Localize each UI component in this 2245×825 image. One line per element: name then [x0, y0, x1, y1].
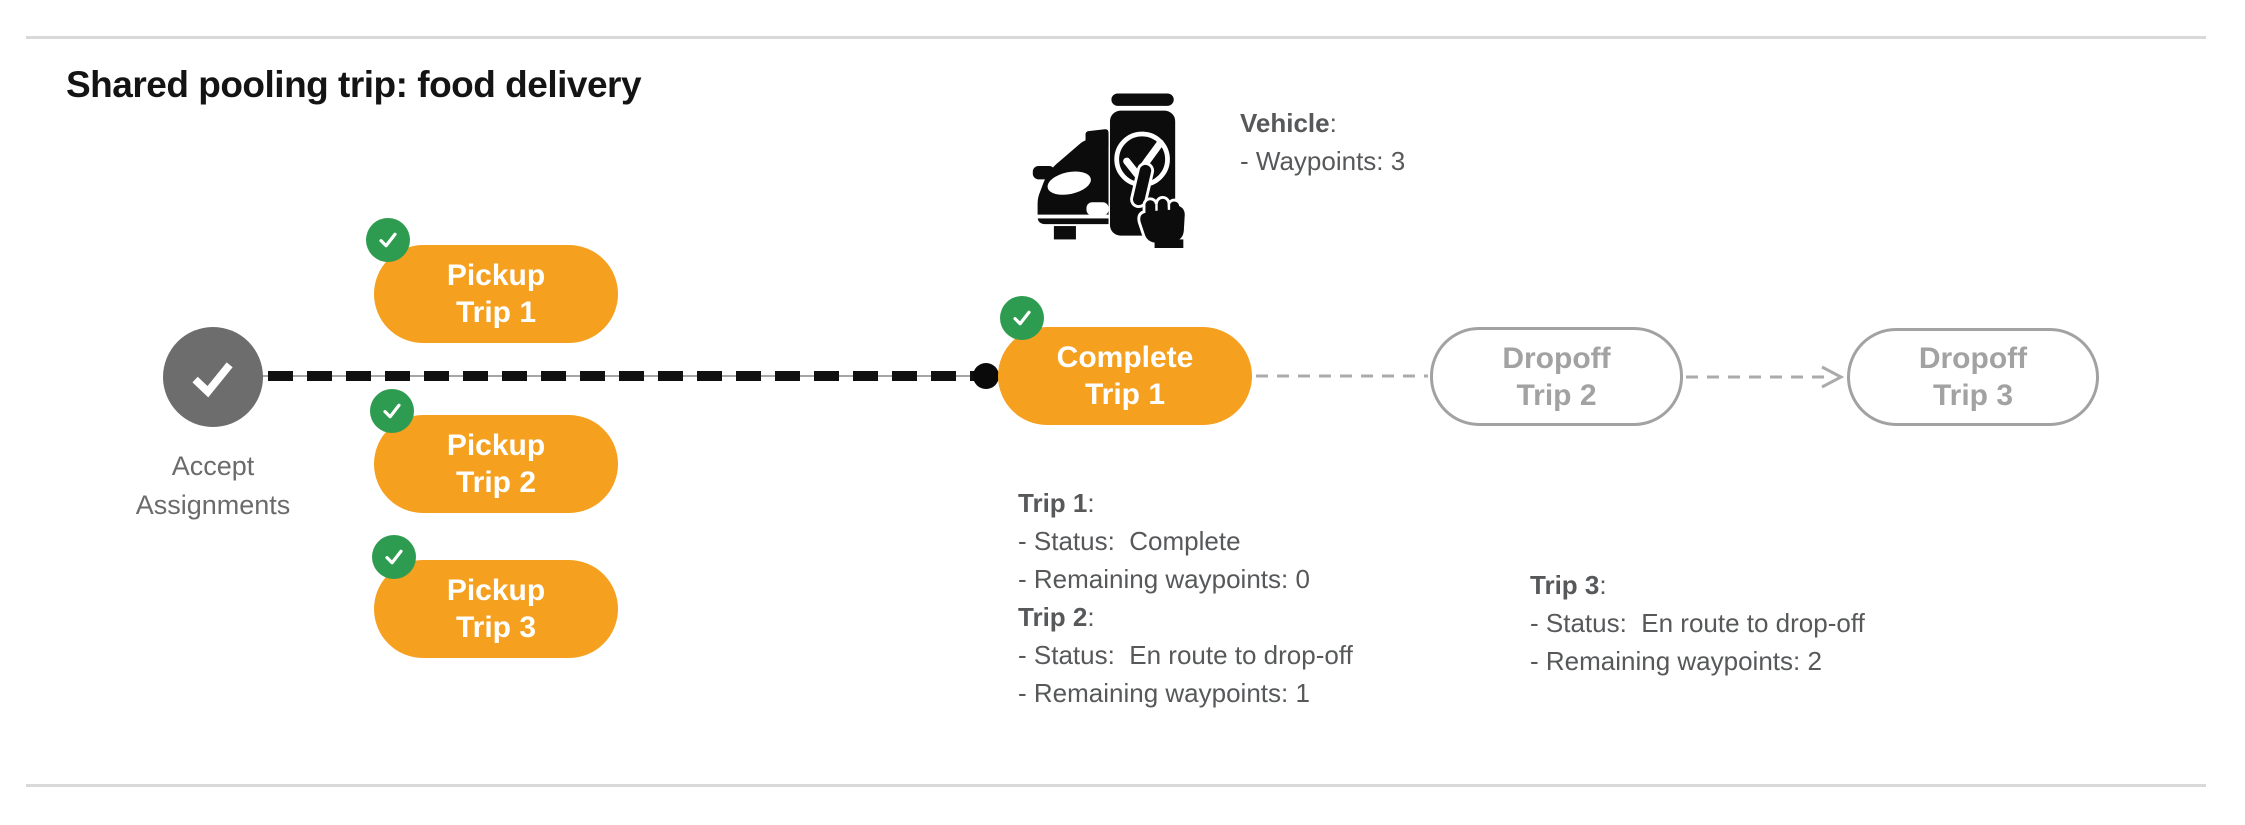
check-badge-icon: [1000, 296, 1044, 340]
status-block-trips-1-2: Trip 1: - Status: Complete - Remaining w…: [1018, 484, 1353, 712]
page-title: Shared pooling trip: food delivery: [66, 64, 642, 105]
arrowhead-icon: [1821, 365, 1845, 389]
check-badge-icon: [372, 535, 416, 579]
accept-assignments-label: Accept Assignments: [135, 451, 291, 520]
trip-2-heading: Trip 2:: [1018, 602, 1095, 632]
car-with-phone-check-icon: [1032, 93, 1188, 248]
node-accept-assignments: [163, 327, 263, 427]
node-dropoff-trip-2: Dropoff Trip 2: [1430, 327, 1683, 426]
trip-1-heading: Trip 1:: [1018, 488, 1095, 518]
check-badge-icon: [366, 218, 410, 262]
node-complete-trip-1: Complete Trip 1: [998, 327, 1252, 425]
node-pickup-trip-2: Pickup Trip 2: [374, 415, 618, 513]
trip-2-status: - Status: En route to drop-off: [1018, 640, 1353, 670]
current-position-dot: [973, 363, 999, 389]
node-pickup-trip-3: Pickup Trip 3: [374, 560, 618, 658]
trip-3-waypoints: - Remaining waypoints: 2: [1530, 646, 1822, 676]
vehicle-info: Vehicle: - Waypoints: 3: [1240, 104, 1405, 180]
node-pickup-trip-1: Pickup Trip 1: [374, 245, 618, 343]
node-dropoff-trip-3: Dropoff Trip 3: [1847, 328, 2099, 426]
trip-1-waypoints: - Remaining waypoints: 0: [1018, 564, 1310, 594]
check-icon: [192, 362, 233, 398]
bottom-divider: [26, 784, 2206, 787]
check-badge-icon: [370, 389, 414, 433]
trip-3-heading: Trip 3:: [1530, 570, 1607, 600]
status-block-trip-3: Trip 3: - Status: En route to drop-off -…: [1530, 566, 1865, 680]
top-divider: [26, 36, 2206, 39]
vehicle-waypoints: - Waypoints: 3: [1240, 146, 1406, 176]
vehicle-heading: Vehicle:: [1240, 108, 1337, 138]
trip-2-waypoints: - Remaining waypoints: 1: [1018, 678, 1310, 708]
trip-3-status: - Status: En route to drop-off: [1530, 608, 1865, 638]
trip-1-status: - Status: Complete: [1018, 526, 1241, 556]
